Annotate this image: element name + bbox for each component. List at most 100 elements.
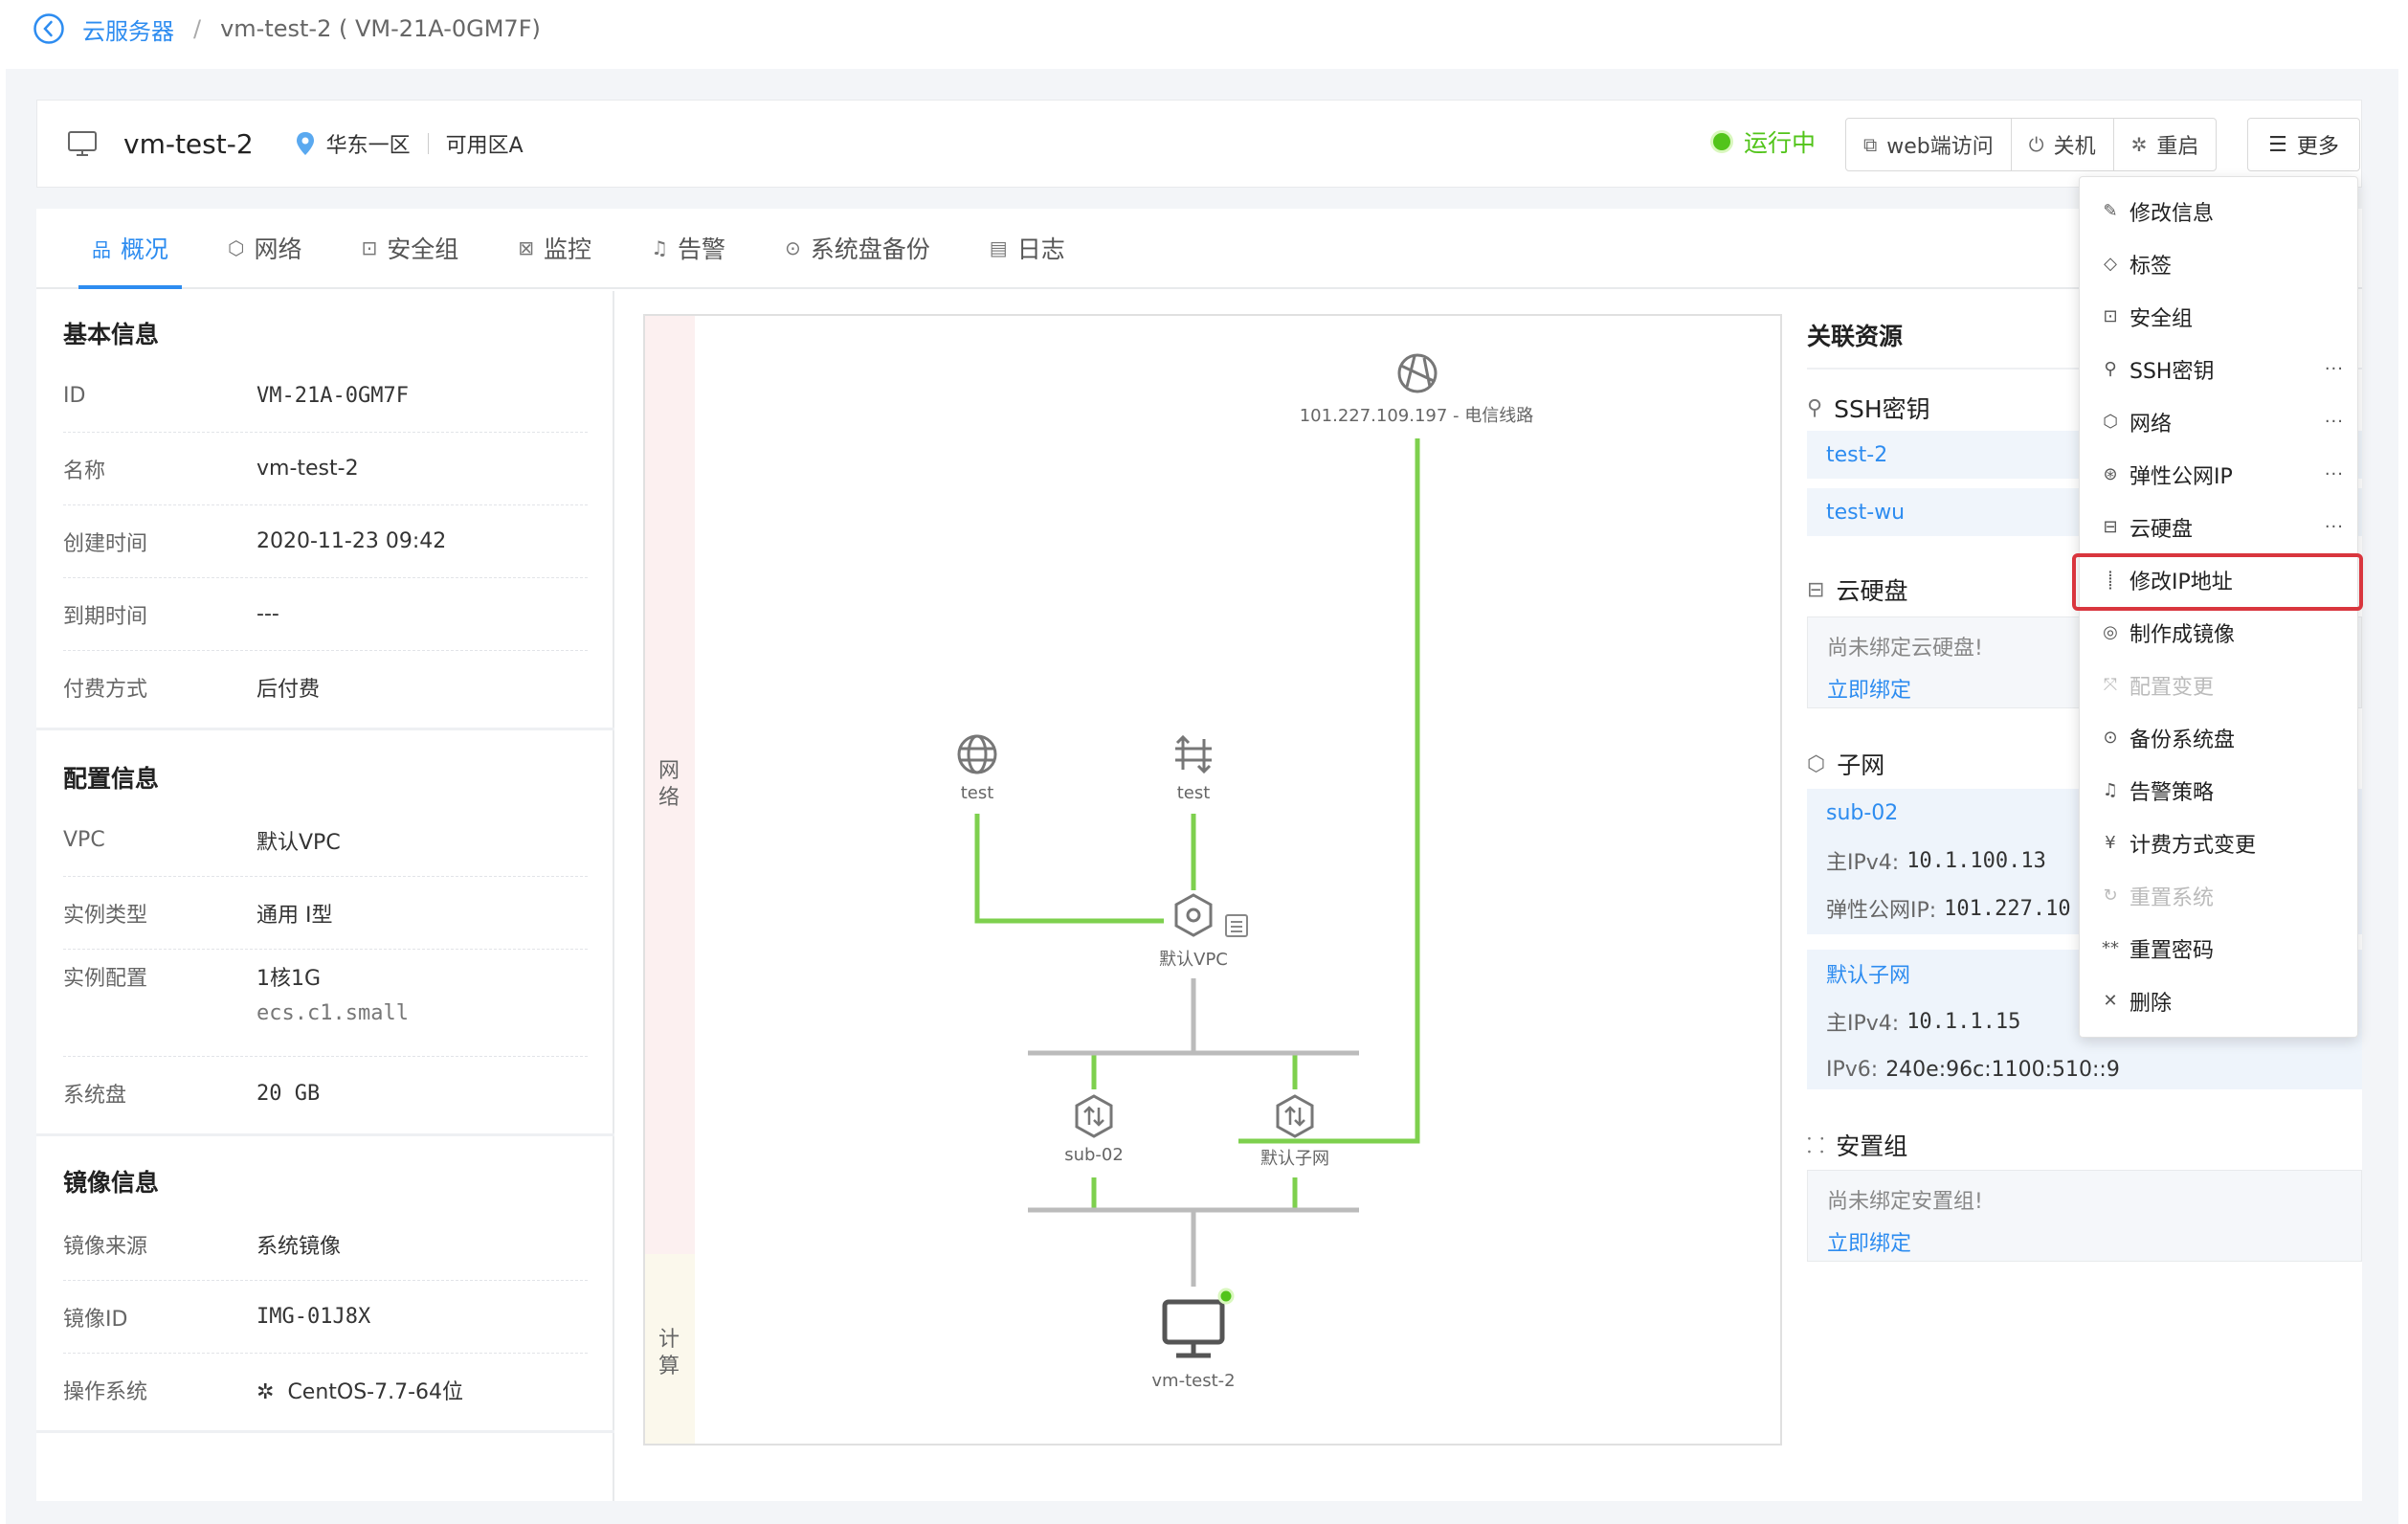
public-ip-label: 101.227.109.197 - 电信线路 <box>1299 406 1534 426</box>
submenu-more-icon: ··· <box>2324 359 2344 379</box>
menu-item-label: 重置密码 <box>2129 938 2215 963</box>
placement-bind-link[interactable]: 立即绑定 <box>1827 1232 1912 1256</box>
menu-item-tags[interactable]: ◇标签 <box>2080 237 2359 290</box>
info-key: 创建时间 <box>63 531 148 556</box>
menu-item-network[interactable]: ⬡网络··· <box>2080 395 2359 448</box>
breadcrumb-parent-link[interactable]: 云服务器 <box>82 17 174 45</box>
vpc-hexagon-icon[interactable] <box>1174 893 1213 937</box>
more-button[interactable]: ☰更多 <box>2247 118 2360 171</box>
tab-monitor[interactable]: ⊠监控 <box>504 209 605 287</box>
menu-item-billing-change[interactable]: ¥计费方式变更 <box>2080 817 2359 869</box>
ipv4-key: 主IPv4: <box>1826 851 1900 875</box>
ssh-key-name[interactable]: test-wu <box>1826 500 1906 525</box>
submenu-more-icon: ··· <box>2324 517 2344 537</box>
topology-gray-links <box>1028 978 1359 1287</box>
tab-label: 网络 <box>254 235 302 263</box>
ssh-section-title: ⚲SSH密钥 <box>1807 391 1930 425</box>
tab-security-group[interactable]: ⊡安全组 <box>348 209 473 287</box>
subnet-sub02-icon[interactable] <box>1075 1094 1113 1138</box>
menu-item-elastic-ip[interactable]: ⊛弹性公网IP··· <box>2080 448 2359 501</box>
info-key: ID <box>63 384 86 408</box>
eip-value-link[interactable]: 101.227.10 <box>1944 896 2071 921</box>
menu-item-label: 告警策略 <box>2129 780 2215 805</box>
tab-log[interactable]: ▤日志 <box>976 209 1079 287</box>
subnet-name-link[interactable]: sub-02 <box>1826 800 1899 825</box>
menu-item-cloud-disk[interactable]: ⊟云硬盘··· <box>2080 501 2359 553</box>
menu-item-create-image[interactable]: ◎ 制作成镜像 <box>2080 606 2359 659</box>
info-value: ✲CentOS-7.7-64位 <box>256 1375 463 1405</box>
image-id-link[interactable]: IMG-01J8X <box>256 1305 371 1329</box>
instance-header: vm-test-2 华东一区 可用区A <box>36 100 2362 188</box>
action-button-group: ⧉web端访问 ⏻关机 ✲重启 <box>1845 118 2218 171</box>
web-access-button[interactable]: ⧉web端访问 <box>1846 119 2012 170</box>
menu-item-label: 制作成镜像 <box>2129 622 2236 647</box>
back-circle-icon[interactable] <box>33 12 65 45</box>
tab-disk-backup[interactable]: ⊙系统盘备份 <box>771 209 944 287</box>
router-label: test <box>1176 783 1211 803</box>
tab-alarm[interactable]: ♫告警 <box>637 209 739 287</box>
disk-empty-text: 尚未绑定云硬盘! <box>1827 637 1983 661</box>
vpc-link[interactable]: 默认VPC <box>256 830 341 855</box>
globe-icon: ⊛ <box>2103 464 2118 484</box>
restart-button[interactable]: ✲重启 <box>2114 119 2217 170</box>
subnet-default-icon[interactable] <box>1276 1094 1314 1138</box>
camera-icon: ⊙ <box>2103 728 2118 748</box>
zone-label: 可用区A <box>445 134 524 158</box>
tab-bar: 品概况 ⬡网络 ⊡安全组 ⊠监控 ♫告警 ⊙系统盘备份 ▤日志 <box>36 209 2362 289</box>
bell-icon: ♫ <box>2102 780 2119 800</box>
topology-diagram <box>643 314 1782 1446</box>
menu-item-backup-disk[interactable]: ⊙备份系统盘 <box>2080 711 2359 764</box>
tab-label: 日志 <box>1016 235 1065 263</box>
compute-band-label: 计算 <box>658 1328 680 1378</box>
image-info-title: 镜像信息 <box>63 1169 160 1197</box>
tab-label: 系统盘备份 <box>810 235 930 263</box>
vm-label: vm-test-2 <box>1151 1371 1236 1391</box>
os-name: CentOS-7.7-64位 <box>287 1380 464 1404</box>
info-key: 系统盘 <box>63 1084 127 1108</box>
location-pin-icon <box>296 132 314 155</box>
menu-item-edit-info[interactable]: ✎修改信息 <box>2080 185 2359 237</box>
menu-item-security-group[interactable]: ⊡安全组 <box>2080 290 2359 343</box>
placement-group-title: ⸬安置组 <box>1807 1128 1907 1162</box>
menu-item-ssh-key[interactable]: ⚲SSH密钥··· <box>2080 343 2359 395</box>
disk-bind-link[interactable]: 立即绑定 <box>1827 679 1912 703</box>
related-resources-title: 关联资源 <box>1807 323 1904 350</box>
disk-icon: ⊟ <box>1807 577 1825 602</box>
menu-lines-icon: ☰ <box>2268 132 2287 157</box>
section-divider <box>36 728 614 730</box>
vm-monitor-icon[interactable] <box>1162 1299 1225 1358</box>
network-icon: ⬡ <box>2103 412 2118 432</box>
chart-icon: ⊠ <box>518 236 535 259</box>
shutdown-button[interactable]: ⏻关机 <box>2012 119 2114 170</box>
spec-line: 1核1G <box>256 967 322 991</box>
menu-item-reset-password[interactable]: **重置密码 <box>2080 922 2359 975</box>
router-icon[interactable] <box>1175 734 1212 774</box>
menu-item-change-ip[interactable]: ⸽修改IP地址 <box>2080 553 2359 606</box>
image-icon: ◎ <box>2103 622 2118 642</box>
restart-icon: ✲ <box>2130 133 2148 156</box>
tab-network[interactable]: ⬡网络 <box>214 209 315 287</box>
region-label: 华东一区 <box>325 134 411 158</box>
compute-band <box>645 1254 695 1444</box>
ssh-key-name[interactable]: test-2 <box>1826 442 1888 467</box>
vpc-list-icon[interactable] <box>1225 914 1248 937</box>
config-info-title: 配置信息 <box>63 765 160 793</box>
subnet1-label: sub-02 <box>1064 1145 1124 1165</box>
subnet-ipv6-row: IPv6:240e:96c:1100:510::9 <box>1826 1045 2343 1093</box>
menu-item-alarm-policy[interactable]: ♫ 告警策略 <box>2080 764 2359 817</box>
menu-item-delete[interactable]: ✕删除 <box>2080 975 2359 1027</box>
subnet-section-title: ⬡子网 <box>1807 747 1884 781</box>
breadcrumb: 云服务器 / vm-test-2 ( VM-21A-0GM7F) <box>33 0 541 57</box>
tab-overview[interactable]: 品概况 <box>78 209 183 289</box>
disk-section-title: ⊟云硬盘 <box>1807 572 1907 607</box>
public-ip-globe-icon[interactable] <box>1397 353 1438 393</box>
placement-group-icon: ⸬ <box>1807 1134 1825 1158</box>
topology-green-links <box>974 438 1420 1210</box>
subnet-name-link[interactable]: 默认子网 <box>1826 964 1911 988</box>
internet-gateway-icon[interactable] <box>957 734 997 774</box>
eip-key: 弹性公网IP: <box>1826 899 1937 923</box>
submenu-more-icon: ··· <box>2324 464 2344 484</box>
